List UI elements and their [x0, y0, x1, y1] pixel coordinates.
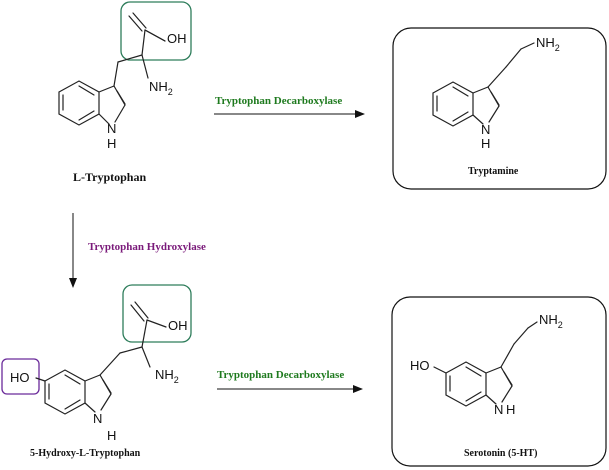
atom-label-ho: HO — [410, 358, 430, 373]
atom-label-h: H — [481, 136, 490, 151]
compound-name-serotonin: Serotonin (5-HT) — [464, 448, 537, 459]
hydroxytryptophan-structure: OH HO NH2 N H 5-Hydroxy-L-Tryptophan — [1, 284, 192, 459]
hydroxyl-highlight-box — [1, 358, 40, 395]
tryptamine-box — [392, 27, 607, 190]
enzyme-label-decarboxylase-top: Tryptophan Decarboxylase — [215, 95, 342, 107]
atom-label-nh2: NH2 — [536, 35, 560, 53]
atom-label-h: H — [107, 428, 116, 443]
atom-label-n: N — [93, 411, 102, 426]
enzyme-label-hydroxylase: Tryptophan Hydroxylase — [88, 241, 206, 253]
decarboxylation-arrow-top: Tryptophan Decarboxylase — [214, 95, 365, 118]
carboxyl-highlight-box — [122, 284, 192, 343]
atom-label-oh: OH — [168, 318, 188, 333]
serotonin-structure: NH2 HO N H Serotonin (5-HT) — [391, 296, 607, 467]
decarboxylation-arrow-bottom: Tryptophan Decarboxylase — [217, 369, 363, 393]
atom-label-oh: OH — [167, 31, 187, 46]
compound-name-tryptamine: Tryptamine — [468, 166, 519, 177]
atom-label-nh2: NH2 — [149, 79, 173, 97]
enzyme-label-decarboxylase-bottom: Tryptophan Decarboxylase — [217, 369, 344, 381]
atom-label-n: N — [107, 121, 116, 136]
hydroxylation-arrow: Tryptophan Hydroxylase — [69, 213, 206, 288]
tryptophan-structure: OH NH2 N H L-Tryptophan — [58, 1, 192, 184]
compound-name-hydroxytryptophan: 5-Hydroxy-L-Tryptophan — [30, 448, 141, 459]
atom-label-n: N — [494, 402, 503, 417]
atom-label-nh2: NH2 — [539, 312, 563, 330]
atom-label-nh2: NH2 — [155, 367, 179, 385]
compound-name-tryptophan: L-Tryptophan — [73, 170, 146, 184]
atom-label-h: H — [107, 136, 116, 151]
carboxyl-highlight-box — [120, 1, 192, 61]
atom-label-h: H — [506, 402, 515, 417]
atom-label-n: N — [481, 122, 490, 137]
serotonin-box — [391, 296, 607, 467]
atom-label-ho: HO — [10, 370, 30, 385]
tryptamine-structure: NH2 N H Tryptamine — [392, 27, 607, 190]
